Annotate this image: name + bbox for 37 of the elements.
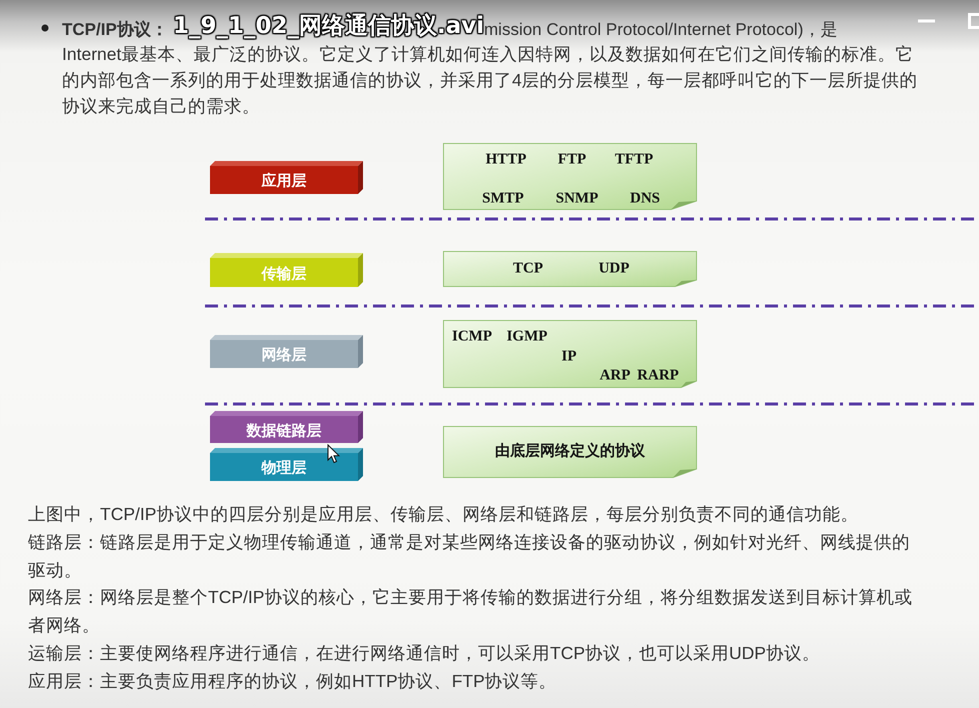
layer-name: 数据链路层 (246, 421, 322, 440)
protocol-note (443, 143, 697, 210)
protocol-name: HTTP (486, 152, 526, 168)
protocol-name: TCP (513, 260, 543, 278)
protocol-name: SNMP (556, 190, 598, 208)
protocol-name: IP (562, 348, 576, 366)
paragraph-text: mission Control Protocol/Internet Protocol)，是 (484, 19, 838, 41)
paragraph-text: 网络层：网络层是整个TCP/IP协议的核心，它主要用于将传输的数据进行分组，将分组数据发送到目标计算机或者网络。 (28, 586, 914, 636)
layer-name: 物理层 (262, 458, 306, 478)
paragraph-text: 运输层：主要使网络程序进行通信，在进行网络通信时，可以采用TCP协议，也可以采用UDP协议。 (28, 642, 821, 665)
paragraph-text: 上图中，TCP/IP协议中的四层分别是应用层、传输层、网络层和链路层，每层分别负责不同的通信功能。 (28, 503, 860, 526)
protocol-note (443, 320, 697, 388)
protocol-note (443, 426, 697, 478)
layer-bar (210, 448, 363, 481)
protocol-name: SMTP (482, 190, 524, 208)
layer-name: 网络层 (262, 346, 306, 364)
layer-bar (210, 253, 363, 287)
protocol-name: IGMP (506, 328, 548, 346)
protocol-name: 由底层网络定义的协议 (495, 442, 645, 460)
paragraph-text: Internet最基本、最广泛的协议。它定义了计算机如何连入因特网，以及数据如何在它们之间传输的标准。它的内部包含一系列的用于处理数据通信的协议，并采用了4层的分层模型，每一层都呼叫它的下一层所提供的协议来完成自己的需求。 (62, 43, 918, 118)
protocol-note (443, 251, 697, 287)
protocol-name: RARP (637, 368, 679, 384)
protocol-name: ICMP (452, 328, 492, 346)
layer-bar (210, 335, 363, 368)
layer-name: 应用层 (262, 172, 306, 190)
protocol-name: UDP (598, 260, 630, 278)
paragraph-text: 链路层：链路层是用于定义物理传输通道，通常是对某些网络连接设备的驱动协议，例如针对光纤、网线提供的驱动。 (28, 531, 911, 582)
protocol-name: FTP (558, 152, 586, 168)
term-label: TCP/IP协议： (62, 19, 168, 41)
protocol-name: ARP (600, 368, 630, 384)
paragraph-text: 应用层：主要负责应用程序的协议，例如HTTP协议、FTP协议等。 (28, 670, 558, 693)
layer-bar (210, 411, 363, 443)
layer-name: 传输层 (262, 264, 306, 283)
protocol-name: DNS (630, 190, 660, 208)
layer-bar (210, 161, 363, 194)
protocol-name: TFTP (614, 152, 654, 168)
video-title: 1_9_1_02_网络通信协议.avi (173, 12, 484, 41)
